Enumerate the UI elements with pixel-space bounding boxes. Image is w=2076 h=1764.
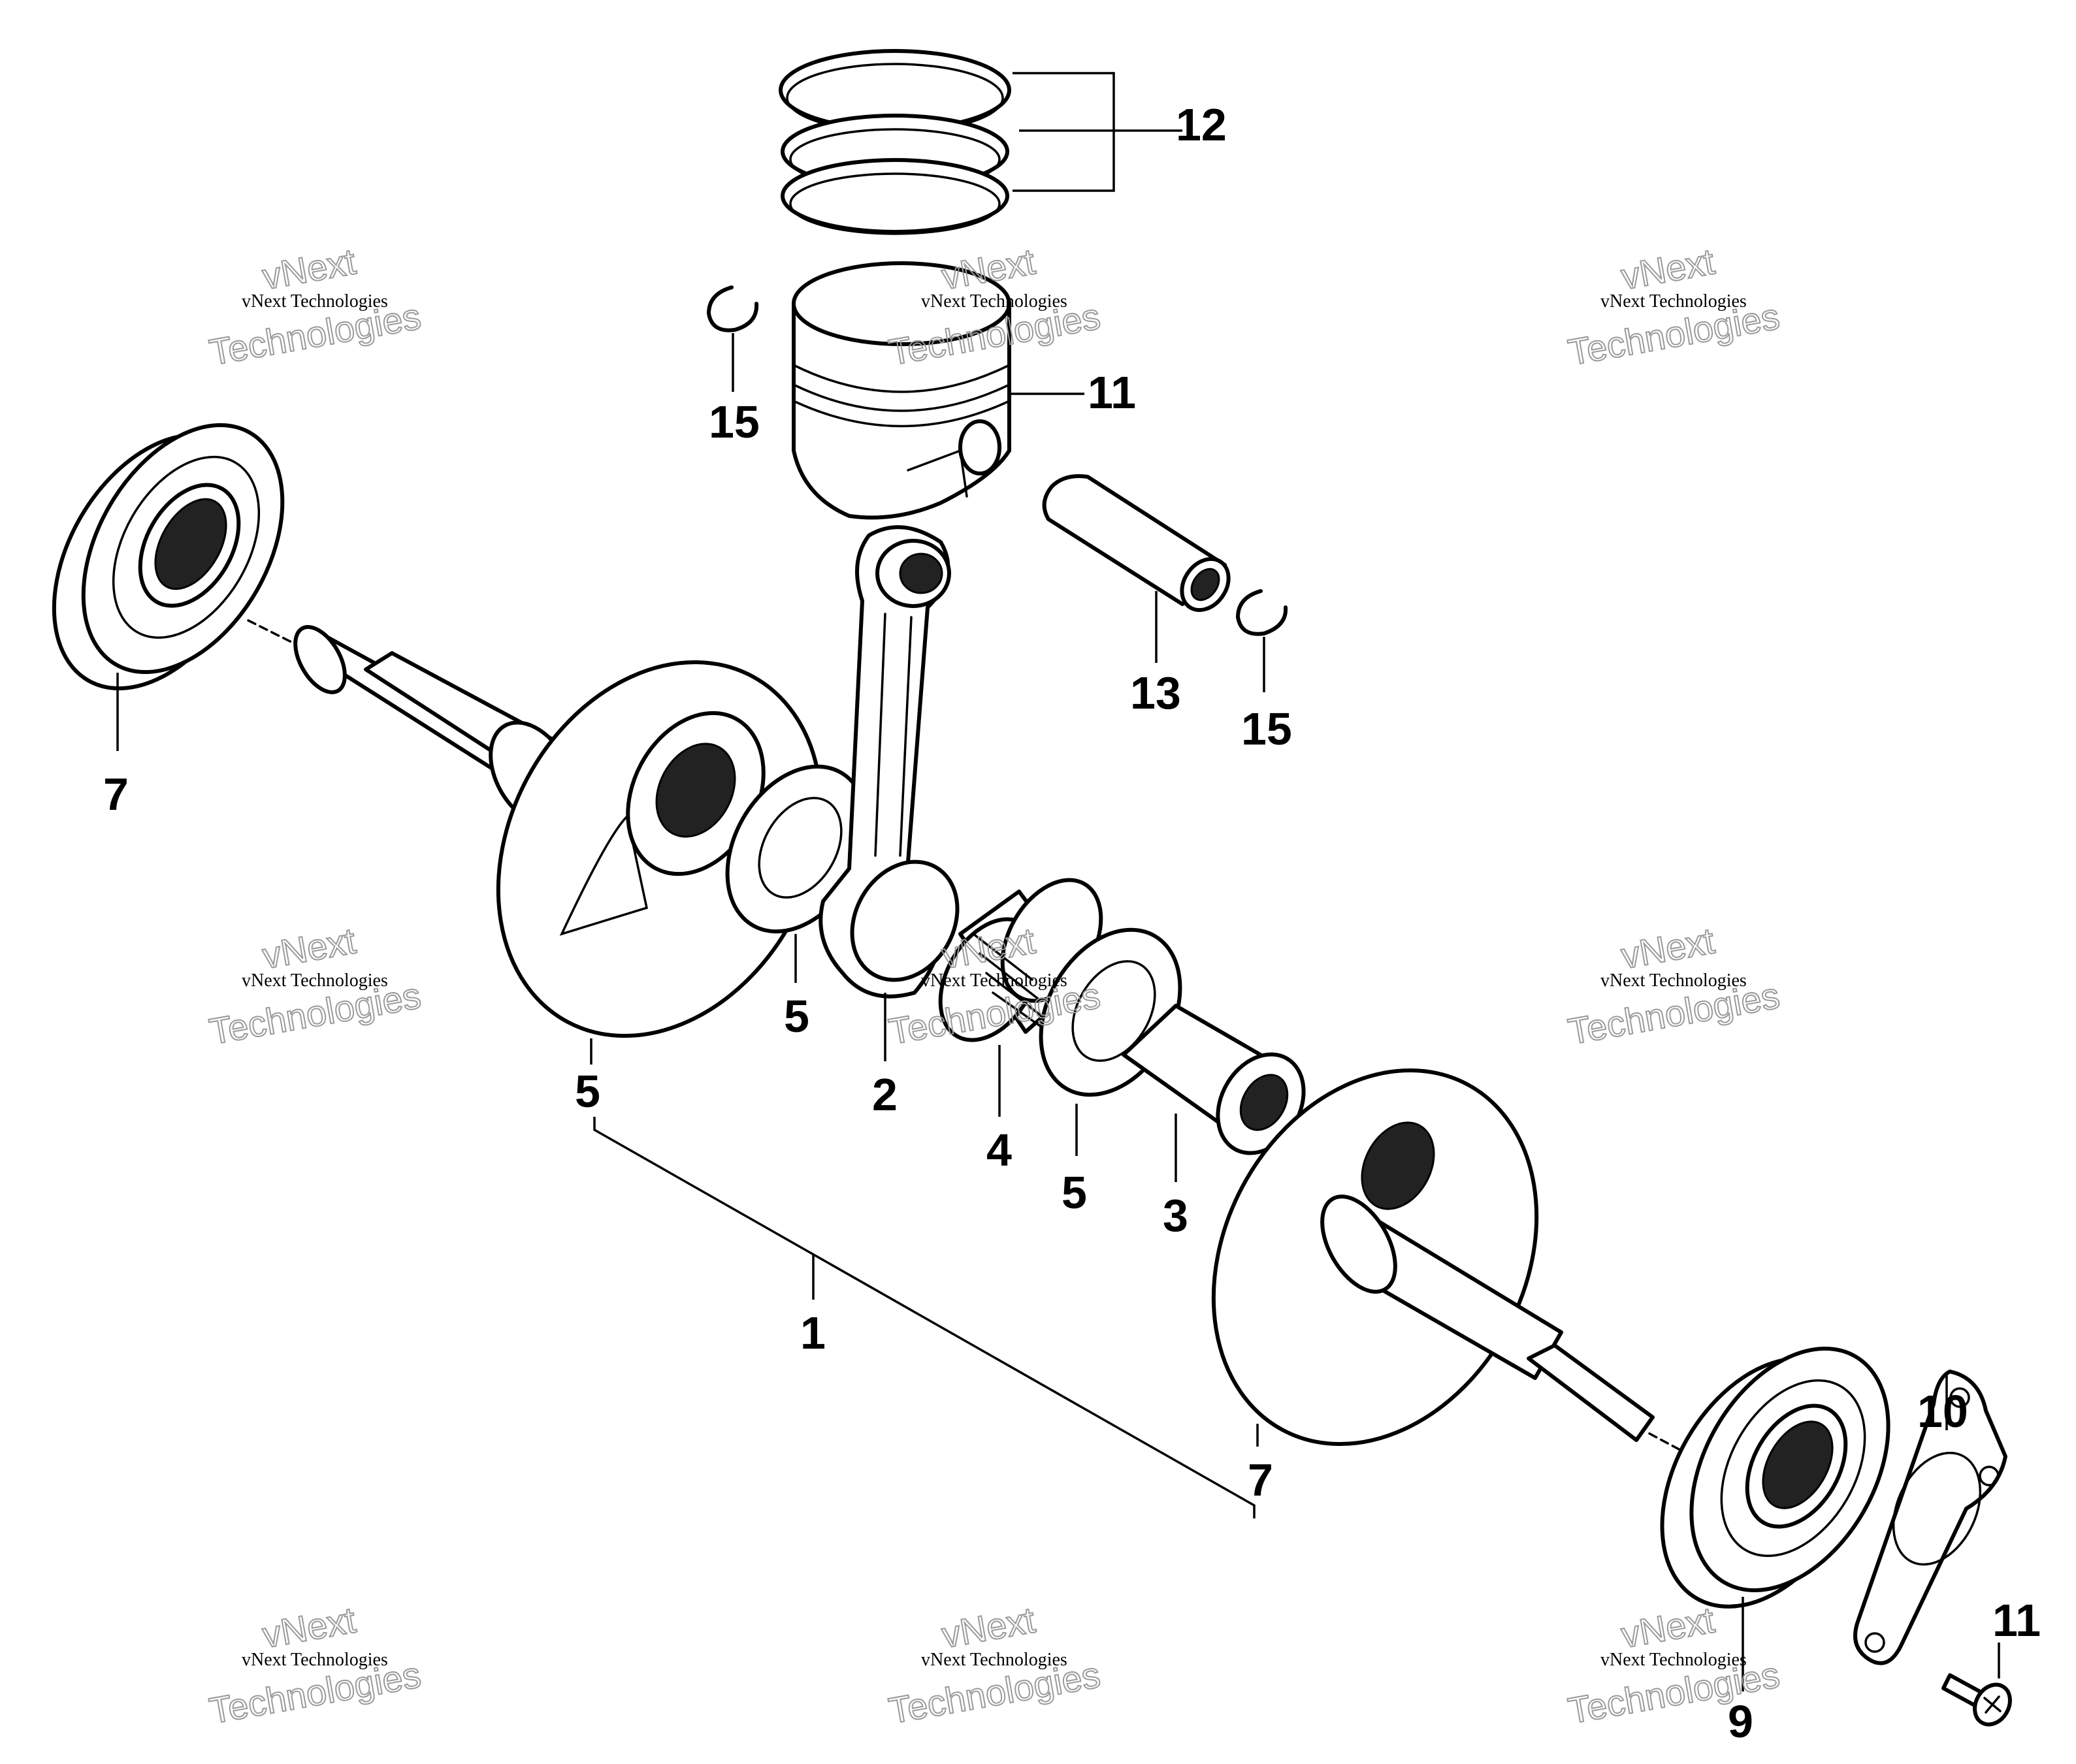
piston-drawing [792,261,1011,520]
piston-pin-clip-lower [1236,589,1288,636]
svg-text:vNext Technologies: vNext Technologies [1600,1650,1747,1670]
callout-13: 12 [1176,99,1227,150]
svg-text:vNext: vNext [259,240,359,297]
watermark-1: vNext Technologies vNext Technologies [206,240,425,374]
bearing-left-drawing [52,423,285,690]
callout-9: 9 [1728,1696,1753,1747]
svg-text:vNext: vNext [259,920,359,976]
callout-10: 10 [1917,1386,1968,1437]
watermark-3: vNext Technologies vNext Technologies [1565,240,1783,374]
leader-lines [116,72,2000,1692]
callout-11: 11 [1992,1595,2041,1646]
piston-pin-clip-upper [707,285,759,332]
svg-text:vNext Technologies: vNext Technologies [921,970,1067,991]
svg-text:vNext Technologies: vNext Technologies [1600,291,1747,312]
callout-labels: 12 11 15 13 15 7 5 5 2 4 5 3 1 7 10 11 9 [103,99,2041,1747]
callout-5-left: 5 [784,991,809,1042]
svg-text:vNext: vNext [939,240,1038,297]
callout-4: 4 [986,1125,1012,1176]
connecting-rod-drawing [819,525,960,999]
svg-text:vNext: vNext [259,1599,359,1656]
callout-5-right: 5 [1062,1167,1087,1218]
svg-text:vNext Technologies: vNext Technologies [921,1650,1067,1670]
crank-pin-drawing [1122,1004,1306,1155]
svg-text:vNext Technologies: vNext Technologies [242,291,388,312]
callout-7: 7 [1248,1454,1273,1505]
bearing-right-drawing [1660,1347,1890,1609]
crank-web-right-drawing [1211,1068,1700,1461]
watermark-4: vNext Technologies vNext Technologies [206,919,425,1053]
svg-text:vNext Technologies: vNext Technologies [242,1650,388,1670]
watermark-7: vNext Technologies vNext Technologies [206,1598,425,1732]
bearing-retainer-plate-drawing [1853,1370,2007,1665]
retainer-screw-drawing [1941,1673,2012,1727]
svg-text:vNext: vNext [1618,240,1717,297]
callout-8: 7 [103,769,129,820]
svg-text:vNext: vNext [1618,920,1717,976]
svg-text:vNext Technologies: vNext Technologies [1600,970,1747,991]
watermark-6: vNext Technologies vNext Technologies [1565,919,1783,1053]
svg-text:vNext: vNext [1618,1599,1717,1656]
piston-pin-drawing [1042,474,1231,612]
callout-1: 1 [800,1307,826,1358]
piston-ring-set-drawing [779,49,1011,235]
callout-2: 2 [872,1069,898,1120]
callout-14: 13 [1130,667,1181,718]
callout-12: 11 [1088,367,1136,418]
callout-15-upper: 15 [709,396,760,447]
watermark-8: vNext Technologies vNext Technologies [885,1598,1104,1732]
svg-text:vNext: vNext [939,1599,1038,1656]
svg-text:vNext Technologies: vNext Technologies [242,970,388,991]
svg-text:vNext Technologies: vNext Technologies [921,291,1067,312]
callout-6: 5 [575,1066,600,1117]
crank-web-left-drawing [247,619,824,1038]
callout-15-lower: 15 [1241,703,1292,754]
callout-3: 3 [1163,1190,1188,1241]
